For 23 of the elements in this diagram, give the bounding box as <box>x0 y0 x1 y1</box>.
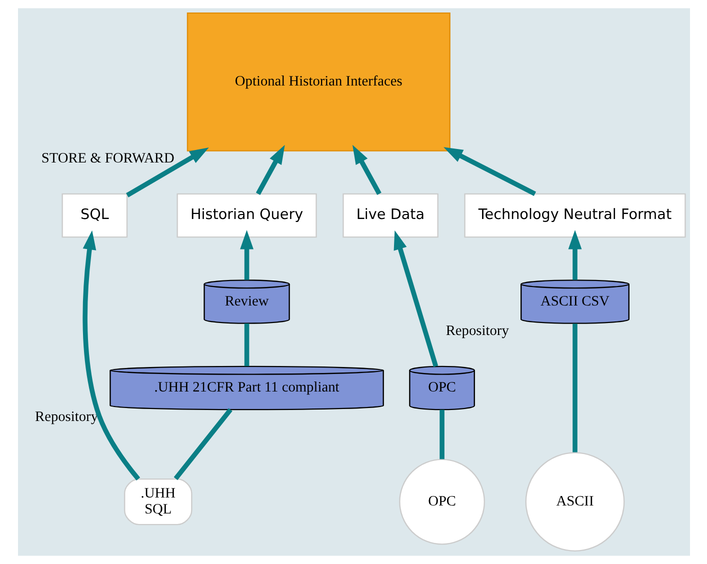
arrow <box>126 147 208 198</box>
arrow <box>352 144 381 195</box>
connector <box>244 323 249 366</box>
arrow <box>393 230 438 367</box>
node-box: Technology Neutral Format <box>464 193 686 238</box>
arrow <box>82 230 140 480</box>
node-circle: OPC <box>398 458 485 545</box>
arrow <box>443 147 536 196</box>
node-box: Live Data <box>342 193 438 238</box>
node-label: Repository <box>445 322 508 339</box>
arrow <box>568 230 582 280</box>
connector <box>439 410 444 460</box>
arrow <box>240 230 254 280</box>
node-label: Repository <box>34 409 98 426</box>
node-circle: ASCII <box>524 452 624 552</box>
connector <box>173 408 232 480</box>
node-box: SQL <box>61 193 128 238</box>
node-box: Optional Historian Interfaces <box>186 12 450 152</box>
node-box: Historian Query <box>176 193 316 238</box>
node-label: STORE & FORWARD <box>40 150 174 166</box>
arrow <box>255 144 284 195</box>
connector <box>572 324 577 452</box>
node-box: .UHH SQL <box>124 478 192 526</box>
